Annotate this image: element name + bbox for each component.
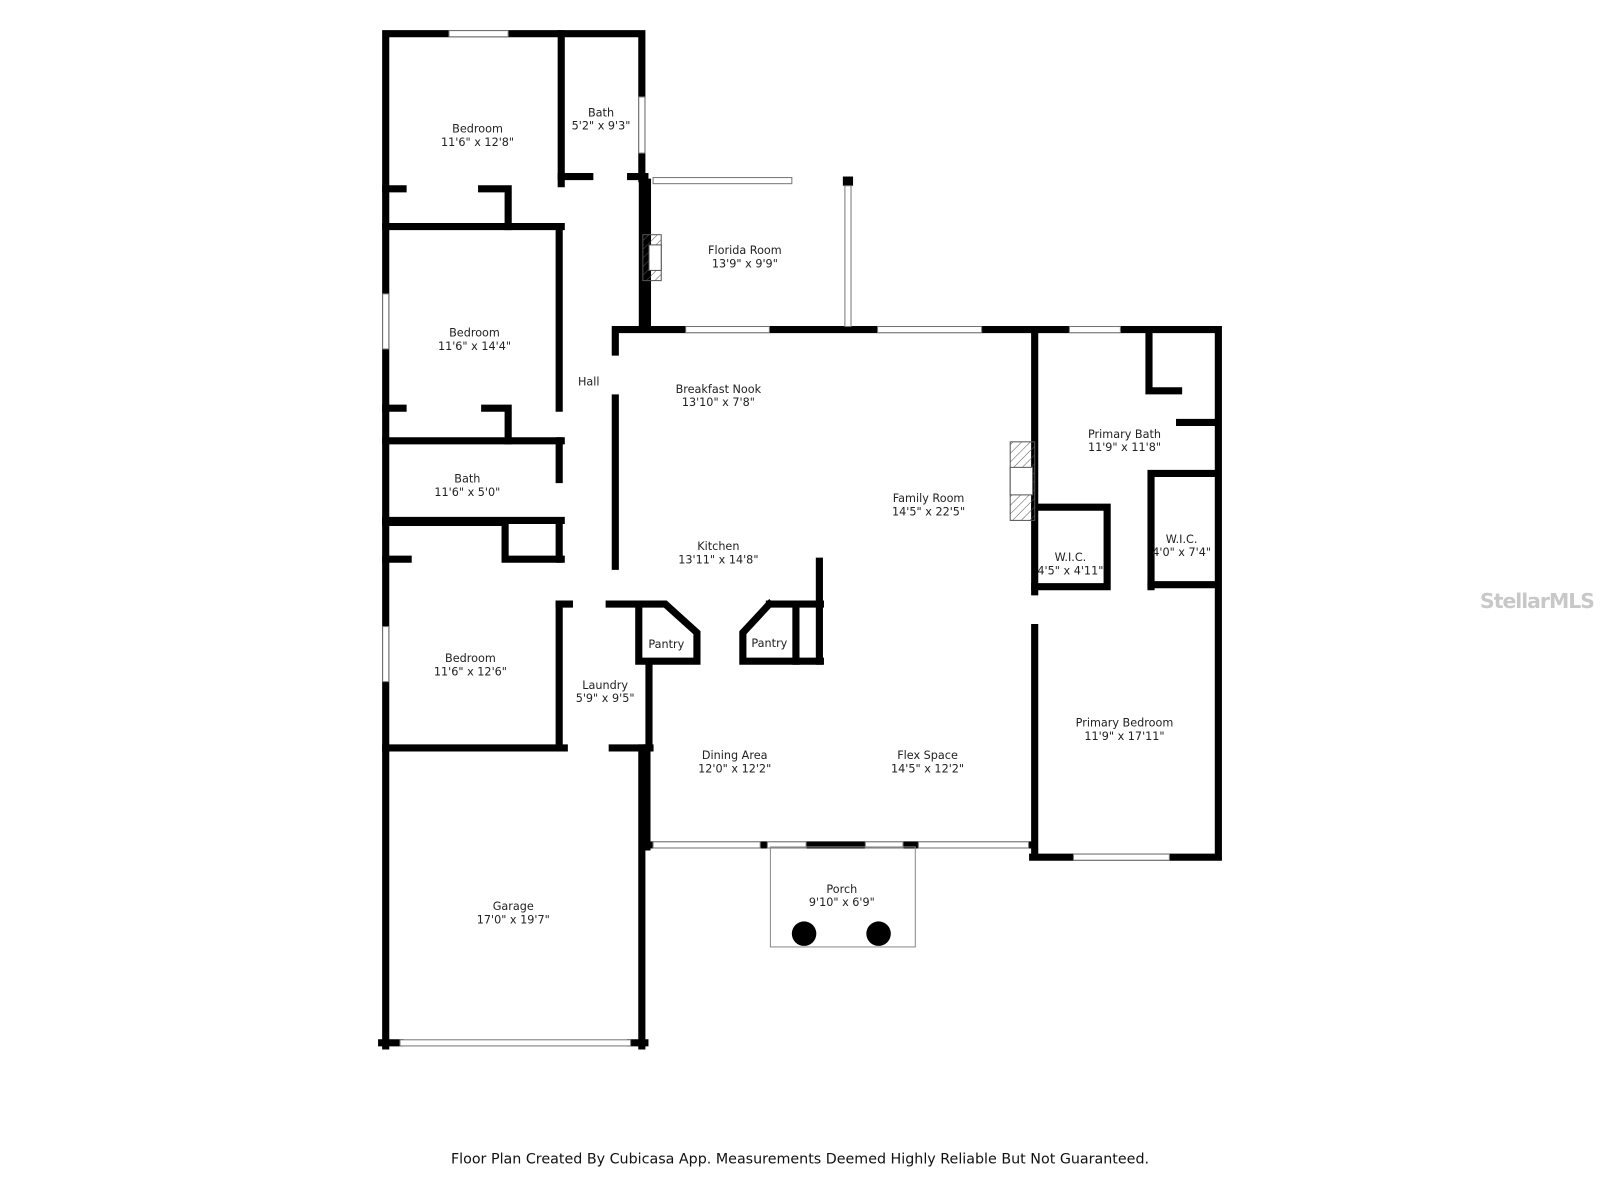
windows	[382, 30, 1170, 1047]
walls	[378, 30, 1222, 1050]
footer-disclaimer: Floor Plan Created By Cubicasa App. Meas…	[451, 1151, 1149, 1167]
room-label-hall: Hall	[578, 376, 600, 389]
watermark: StellarMLS	[1480, 589, 1594, 613]
column-icon	[866, 921, 891, 946]
room-label-pantry-2: Pantry	[751, 637, 787, 650]
room-label-wic-2: W.I.C.4'0" x 7'4"	[1152, 533, 1211, 559]
column-icon	[791, 921, 817, 946]
room-label-pantry-1: Pantry	[648, 638, 684, 651]
room-label-wic-1: W.I.C.4'5" x 4'11"	[1037, 551, 1103, 577]
porch-outline	[769, 846, 916, 948]
fixtures	[642, 234, 1036, 948]
